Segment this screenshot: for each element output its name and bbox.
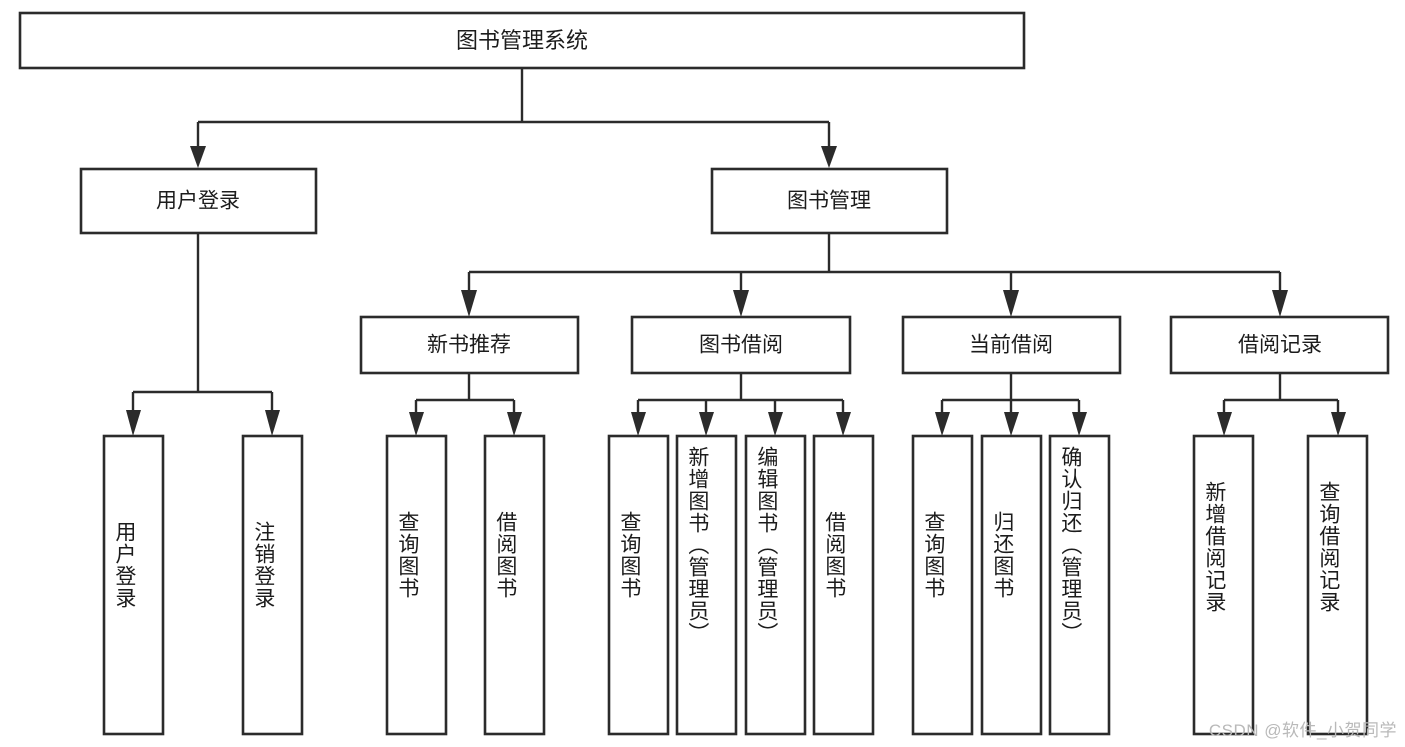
node-user-login[interactable]: 用户登录	[79, 167, 318, 235]
node-root[interactable]: 图书管理系统	[18, 11, 1026, 70]
leaf-box-edit-book[interactable]	[744, 434, 807, 736]
connector-borrowrecord-to-leaves	[1217, 373, 1346, 436]
node-borrow-record[interactable]: 借阅记录	[1169, 315, 1390, 375]
leaf-box-confirm-return[interactable]	[1048, 434, 1111, 736]
leaf-box-user-login[interactable]	[102, 434, 165, 736]
watermark: CSDN @软件_小贺同学	[1208, 721, 1397, 740]
node-root-label: 图书管理系统	[456, 28, 588, 53]
node-current-borrow[interactable]: 当前借阅	[901, 315, 1122, 375]
leaf-box-query-record[interactable]	[1306, 434, 1369, 736]
node-book-manage-label: 图书管理	[787, 190, 871, 213]
leaf-box-query-book-2[interactable]	[607, 434, 670, 736]
leaf-box-add-book[interactable]	[675, 434, 738, 736]
node-new-book-rec-label: 新书推荐	[427, 334, 511, 357]
connector-userlogin-to-leaves	[126, 233, 280, 436]
connector-newbookrec-to-leaves	[409, 373, 522, 436]
leaf-box-user-logout[interactable]	[241, 434, 304, 736]
node-current-borrow-label: 当前借阅	[969, 334, 1053, 357]
node-user-login-label: 用户登录	[156, 190, 240, 213]
leaf-box-borrow-book-1[interactable]	[483, 434, 546, 736]
leaf-box-return-book[interactable]	[980, 434, 1043, 736]
connector-bookborrow-to-leaves	[631, 373, 851, 436]
leaf-box-query-book-1[interactable]	[385, 434, 448, 736]
leaf-box-query-book-3[interactable]	[911, 434, 974, 736]
leaf-boxes	[102, 434, 1369, 736]
node-book-manage[interactable]: 图书管理	[710, 167, 949, 235]
node-borrow-record-label: 借阅记录	[1238, 334, 1322, 357]
connector-root-to-level2	[190, 68, 837, 168]
node-book-borrow-label: 图书借阅	[699, 334, 783, 357]
connector-currentborrow-to-leaves	[935, 373, 1087, 436]
leaf-box-add-record[interactable]	[1192, 434, 1255, 736]
leaf-box-borrow-book-2[interactable]	[812, 434, 875, 736]
connector-bookmanage-to-level3	[461, 233, 1288, 317]
node-book-borrow[interactable]: 图书借阅	[630, 315, 852, 375]
node-new-book-rec[interactable]: 新书推荐	[359, 315, 580, 375]
